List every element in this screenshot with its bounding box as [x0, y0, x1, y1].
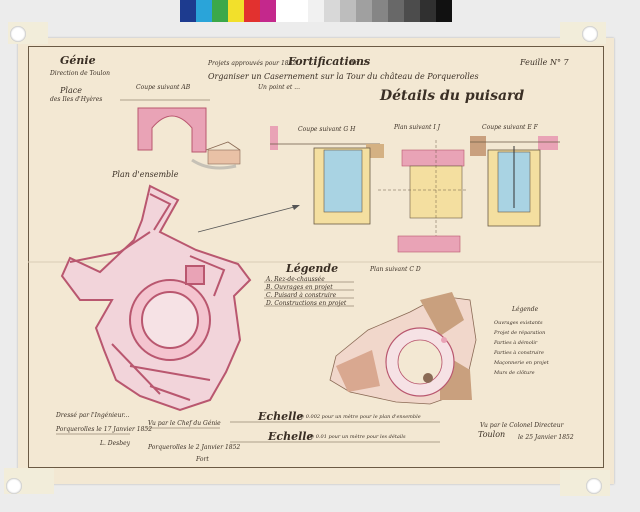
plan-ij-drawing	[378, 140, 468, 253]
plan-cd-label: Plan suivant C D	[370, 266, 421, 273]
drawing-subtitle: Organiser un Casernement sur la Tour du …	[208, 72, 479, 81]
punch-hole	[10, 26, 26, 42]
coupe-gh-drawing	[270, 126, 384, 225]
details-title: Détails du puisard	[380, 88, 525, 104]
coupe-ab-drawing	[120, 99, 241, 170]
right-legend-line: Parties à construire	[494, 350, 544, 356]
dresse-label: Dressé par l'Ingénieur...	[56, 412, 130, 419]
sheet-number: Feuille N° 7	[520, 58, 569, 67]
plan-cd-drawing	[329, 292, 477, 405]
drawing-border	[28, 46, 604, 468]
right-legend-line: Projet de réparation	[494, 330, 546, 336]
right-legend-title: Légende	[512, 306, 539, 313]
place-name: des Iles d'Hyères	[50, 96, 103, 103]
toulon-date: le 25 Janvier 1852	[518, 434, 574, 441]
coupe-ef-drawing	[470, 136, 560, 227]
coupe-ef-label: Coupe suivant E F	[482, 124, 538, 131]
legend-item: A. Rez-de-chaussée	[266, 276, 325, 283]
toulon-label: Toulon	[478, 430, 506, 439]
legend-title: Légende	[286, 262, 339, 275]
right-legend-line: Maçonnerie en projet	[494, 360, 549, 366]
punch-hole	[586, 478, 602, 494]
coupe-ab-label: Coupe suivant AB	[136, 84, 191, 91]
place-label: Place	[60, 86, 82, 95]
signature-1: L. Desbey	[100, 440, 131, 447]
article-number: Art. 2	[350, 60, 368, 67]
coupe-gh-label: Coupe suivant G H	[298, 126, 356, 133]
plan-ij-label: Plan suivant I J	[394, 124, 440, 131]
vu-directeur-label: Vu par le Colonel Directeur	[480, 422, 564, 429]
projet-label: Projets approuvés pour 1852	[208, 60, 297, 67]
plan-ensemble-label: Plan d'ensemble	[112, 170, 179, 179]
scale-note: Un point et ...	[258, 84, 300, 91]
echelle-2-note: de 0.01 pour un mètre pour les détails	[308, 434, 406, 440]
right-legend-line: Ouvrages existants	[494, 320, 543, 326]
echelle-1-label: Echelle	[258, 410, 304, 423]
fortifications-title: Fortifications	[288, 55, 371, 68]
signature-2: Fort	[196, 456, 209, 463]
punch-hole	[6, 478, 22, 494]
porquerolles-date-2: Porquerolles le 2 Janvier 1852	[148, 444, 241, 451]
legend-item: C. Puisard à construire	[266, 292, 337, 299]
vu-chef-label: Vu par le Chef du Génie	[148, 420, 221, 427]
color-calibration-strip	[180, 0, 452, 22]
legend-item: B. Ouvrages en projet	[266, 284, 333, 291]
direction-label: Direction de Toulon	[50, 70, 110, 77]
right-legend-line: Parties à démolir	[494, 340, 538, 346]
legend-item: D. Constructions en projet	[266, 300, 347, 307]
plan-ensemble-drawing	[60, 184, 252, 412]
porquerolles-date-1: Porquerolles le 17 Janvier 1852	[56, 426, 153, 433]
right-legend-line: Murs de clôture	[494, 370, 535, 376]
echelle-2-label: Echelle	[268, 430, 314, 443]
echelle-1-note: de 0.002 pour un mètre pour le plan d'en…	[298, 414, 421, 420]
punch-hole	[582, 26, 598, 42]
genie-title: Génie	[60, 54, 96, 67]
